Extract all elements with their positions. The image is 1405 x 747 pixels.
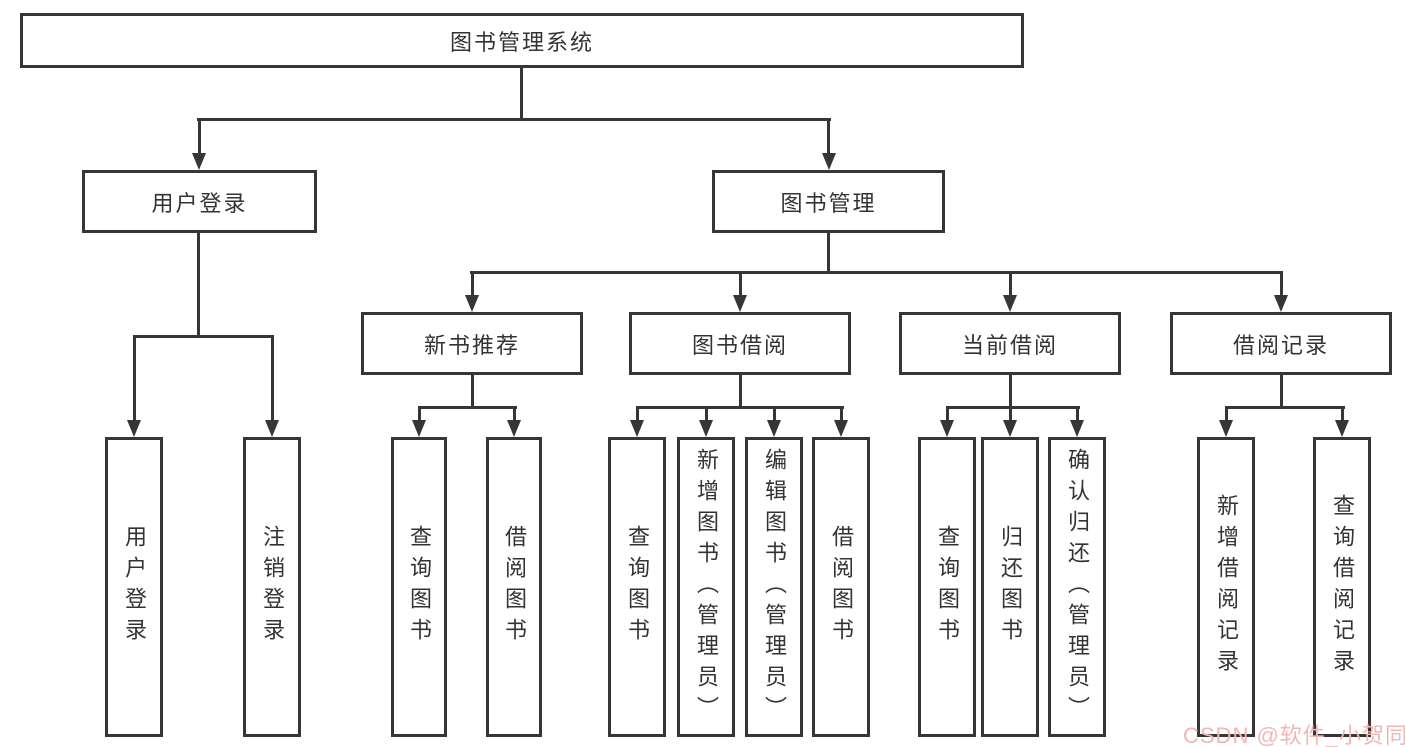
node-label: 新增图书（管理员） — [694, 447, 719, 727]
connector-line — [945, 406, 949, 423]
arrow-down-icon — [1003, 420, 1017, 437]
connector-line — [827, 233, 830, 274]
node-label: 借阅记录 — [1232, 332, 1329, 358]
leaf-return-books: 归还图书 — [981, 437, 1039, 737]
node-book-borrow: 图书借阅 — [629, 312, 851, 375]
connector-line — [470, 375, 474, 409]
connector-line — [1340, 406, 1344, 423]
connector-line — [1224, 406, 1228, 423]
node-label: 图书管理系统 — [449, 29, 594, 55]
node-label: 编辑图书（管理员） — [762, 447, 787, 727]
leaf-query-borrow-record: 查询借阅记录 — [1313, 437, 1371, 737]
node-label: 图书管理 — [780, 190, 877, 216]
leaf-edit-book-admin: 编辑图书（管理员） — [745, 437, 803, 737]
connector-line — [270, 335, 274, 423]
arrow-down-icon — [1335, 420, 1349, 437]
connector-line — [635, 406, 844, 409]
node-label: 注销登录 — [260, 525, 285, 649]
arrow-down-icon — [822, 153, 836, 170]
node-book-management: 图书管理 — [712, 170, 945, 233]
arrow-down-icon — [733, 295, 747, 312]
leaf-add-borrow-record: 新增借阅记录 — [1197, 437, 1255, 737]
arrow-down-icon — [1274, 295, 1288, 312]
arrow-down-icon — [834, 420, 848, 437]
connector-line — [772, 406, 776, 423]
node-label: 用户登录 — [151, 190, 248, 216]
connector-line — [197, 118, 201, 156]
connector-line — [635, 406, 639, 423]
connector-line — [827, 118, 830, 156]
connector-line — [1008, 406, 1012, 423]
leaf-confirm-return-admin: 确认归还（管理员） — [1048, 437, 1106, 737]
node-label: 新增借阅记录 — [1214, 494, 1239, 680]
connector-line — [1075, 406, 1079, 423]
node-new-book-recommend: 新书推荐 — [361, 312, 583, 375]
arrow-down-icon — [630, 420, 644, 437]
arrow-down-icon — [127, 420, 141, 437]
leaf-add-book-admin: 新增图书（管理员） — [677, 437, 735, 737]
node-label: 查询图书 — [407, 525, 432, 649]
arrow-down-icon — [767, 420, 781, 437]
leaf-user-login: 用户登录 — [105, 437, 163, 737]
arrow-down-icon — [265, 420, 279, 437]
arrow-down-icon — [412, 420, 426, 437]
connector-line — [945, 406, 1080, 409]
node-library-management-system: 图书管理系统 — [20, 13, 1024, 68]
connector-line — [704, 406, 708, 423]
watermark: CSDN @软件_小贺同学 — [1183, 723, 1405, 747]
leaf-query-books: 查询图书 — [608, 437, 666, 737]
node-label: 归还图书 — [998, 525, 1023, 649]
connector-line — [417, 406, 517, 409]
connector-line — [839, 406, 843, 423]
leaf-borrow-books-recommend: 借阅图书 — [486, 437, 542, 737]
node-label: 查询图书 — [625, 525, 650, 649]
arrow-down-icon — [465, 295, 479, 312]
node-label: 确认归还（管理员） — [1065, 447, 1090, 727]
node-label: 当前借阅 — [961, 332, 1058, 358]
node-borrow-record: 借阅记录 — [1170, 312, 1392, 375]
arrow-down-icon — [940, 420, 954, 437]
node-label: 用户登录 — [122, 525, 147, 649]
node-label: 借阅图书 — [502, 525, 527, 649]
arrow-down-icon — [192, 153, 206, 170]
connector-line — [197, 118, 831, 121]
connector-line — [1279, 375, 1283, 409]
leaf-borrow-books: 借阅图书 — [812, 437, 870, 737]
leaf-query-books-recommend: 查询图书 — [391, 437, 447, 737]
connector-line — [417, 406, 421, 423]
arrow-down-icon — [1219, 420, 1233, 437]
connector-line — [1008, 271, 1012, 298]
connector-line — [197, 233, 200, 336]
connector-line — [1224, 406, 1345, 409]
node-current-borrow: 当前借阅 — [899, 312, 1121, 375]
arrow-down-icon — [1070, 420, 1084, 437]
connector-line — [132, 335, 274, 338]
node-label: 借阅图书 — [829, 525, 854, 649]
connector-line — [470, 271, 1282, 274]
arrow-down-icon — [699, 420, 713, 437]
arrow-down-icon — [1003, 295, 1017, 312]
connector-line — [520, 68, 523, 118]
leaf-query-books-current: 查询图书 — [918, 437, 976, 737]
node-label: 新书推荐 — [423, 332, 520, 358]
arrow-down-icon — [507, 420, 521, 437]
connector-line — [470, 271, 474, 298]
node-label: 图书借阅 — [691, 332, 788, 358]
connector-line — [1279, 271, 1283, 298]
connector-line — [738, 271, 742, 298]
node-label: 查询图书 — [935, 525, 960, 649]
connector-line — [512, 406, 516, 423]
node-label: 查询借阅记录 — [1330, 494, 1355, 680]
connector-line — [738, 375, 742, 409]
node-user-login: 用户登录 — [82, 170, 317, 233]
connector-line — [132, 335, 136, 423]
leaf-logout: 注销登录 — [243, 437, 301, 737]
connector-line — [1008, 375, 1012, 409]
